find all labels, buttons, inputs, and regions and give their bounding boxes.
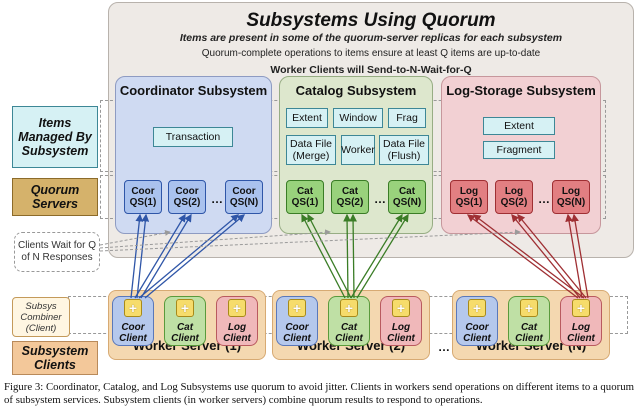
cat-qs-2: Cat QS(2) xyxy=(331,180,369,214)
wait-callout-log xyxy=(99,229,521,252)
cat-arrow-n xyxy=(350,213,403,299)
item-fragment: Fragment xyxy=(483,141,555,159)
coordinator-subsystem-title: Coordinator Subsystem xyxy=(119,83,268,98)
coor-arrow-2 xyxy=(134,213,186,299)
coor-arrow-1 xyxy=(130,213,144,299)
header-line-2: Quorum-complete operations to items ensu… xyxy=(201,48,541,59)
coor-arrow-nb xyxy=(144,214,245,299)
wait-callout-cat xyxy=(99,229,331,249)
subsys-combiner-label: Subsys Combiner (Client) xyxy=(12,297,70,337)
subsystem-clients-label: Subsystem Clients xyxy=(12,341,98,375)
log-storage-subsystem-title: Log-Storage Subsystem xyxy=(446,83,596,98)
coor-arrow-1b xyxy=(136,213,150,299)
log-arrow-2b xyxy=(517,213,587,299)
item-log-extent: Extent xyxy=(483,117,555,135)
item-window: Window xyxy=(333,108,383,128)
combiner-plus-icon: + xyxy=(468,299,486,317)
log-arrow-1b xyxy=(472,214,585,299)
combiner-plus-icon: + xyxy=(392,299,410,317)
coor-arrow-2b xyxy=(140,213,192,299)
worker-dots: … xyxy=(438,340,450,354)
combiner-plus-icon: + xyxy=(124,299,142,317)
combiner-plus-icon: + xyxy=(228,299,246,317)
coor-client-ws1: Coor Client xyxy=(112,296,154,346)
log-qs-n: Log QS(N) xyxy=(552,180,590,214)
item-frag: Frag xyxy=(388,108,426,128)
quorum-servers-label: Quorum Servers xyxy=(12,178,98,216)
coor-arrow-n xyxy=(138,214,239,299)
cat-client-ws2: Cat Client xyxy=(328,296,370,346)
items-managed-label: Items Managed By Subsystem xyxy=(12,106,98,168)
header-line-1: Items are present in some of the quorum-… xyxy=(179,32,563,44)
figure-caption: Figure 3: Coordinator, Catalog, and Log … xyxy=(4,381,634,406)
log-arrow-n xyxy=(565,213,583,299)
cat-qs-1: Cat QS(1) xyxy=(286,180,324,214)
clients-wait-note: Clients Wait for Q of N Responses xyxy=(14,232,100,272)
item-worker: Worker xyxy=(341,135,375,165)
item-data-file-merge: Data File (Merge) xyxy=(286,135,336,165)
combiner-plus-icon: + xyxy=(340,299,358,317)
header-line-3: Worker Clients will Send-to-N-Wait-for-Q xyxy=(270,64,472,76)
cat-arrow-nb xyxy=(356,213,409,299)
log-arrow-nb xyxy=(571,213,589,299)
cat-qs-n: Cat QS(N) xyxy=(388,180,426,214)
cat-client-wsn: Cat Client xyxy=(508,296,550,346)
log-arrow-2 xyxy=(511,213,581,299)
cat-arrow-2 xyxy=(343,213,351,299)
wait-callout-coor xyxy=(99,229,171,246)
combiner-plus-icon: + xyxy=(288,299,306,317)
cat-client-ws1: Cat Client xyxy=(164,296,206,346)
coor-dots: … xyxy=(211,192,223,206)
coor-qs-1: Coor QS(1) xyxy=(124,180,162,214)
log-arrow-1 xyxy=(466,214,579,299)
log-dots: … xyxy=(538,192,550,206)
cat-arrow-1b xyxy=(307,213,352,299)
item-data-file-flush: Data File (Flush) xyxy=(379,135,429,165)
catalog-subsystem-title: Catalog Subsystem xyxy=(295,83,417,98)
log-client-ws2: Log Client xyxy=(380,296,422,346)
coor-qs-2: Coor QS(2) xyxy=(168,180,206,214)
cat-arrow-1 xyxy=(301,213,346,299)
coor-qs-n: Coor QS(N) xyxy=(225,180,263,214)
cat-arrow-2b xyxy=(349,213,357,299)
combiner-plus-icon: + xyxy=(176,299,194,317)
item-transaction: Transaction xyxy=(153,127,233,147)
diagram-title: Subsystems Using Quorum xyxy=(246,10,496,31)
combiner-plus-icon: + xyxy=(572,299,590,317)
log-qs-2: Log QS(2) xyxy=(495,180,533,214)
item-extent: Extent xyxy=(286,108,328,128)
combiner-plus-icon: + xyxy=(520,299,538,317)
cat-dots: … xyxy=(374,192,386,206)
log-qs-1: Log QS(1) xyxy=(450,180,488,214)
